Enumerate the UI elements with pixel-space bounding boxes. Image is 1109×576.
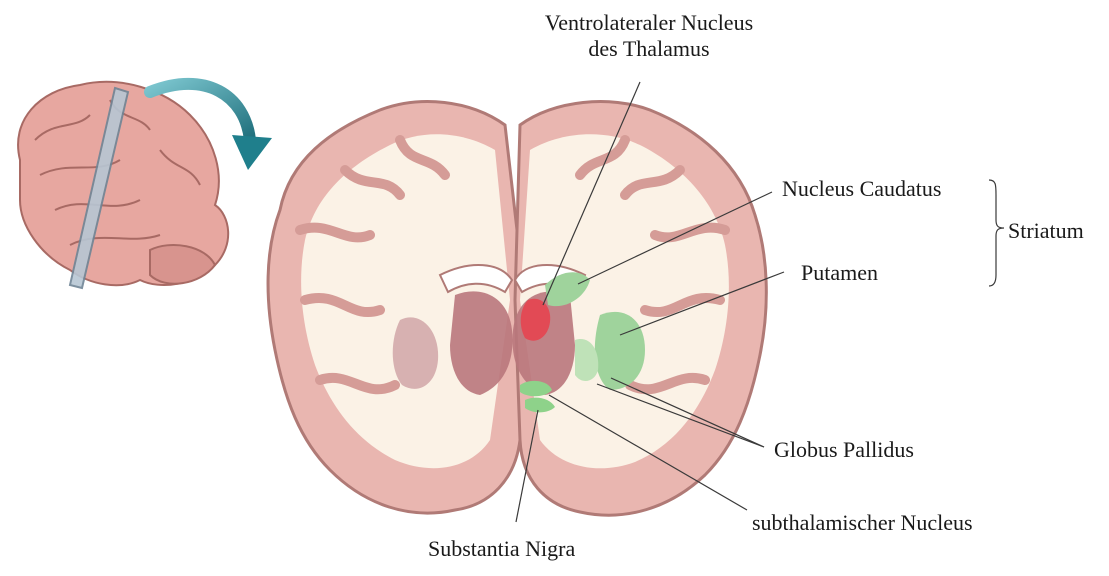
lateral-brain-icon	[18, 82, 228, 288]
label-globus-pallidus: Globus Pallidus	[774, 437, 914, 463]
label-ventrolateral: Ventrolateraler Nucleus des Thalamus	[589, 10, 709, 62]
label-substantia-nigra: Substantia Nigra	[428, 536, 575, 562]
label-ventrolateral-line2: des Thalamus	[509, 36, 789, 62]
coronal-section	[268, 102, 766, 516]
label-ventrolateral-line1: Ventrolateraler Nucleus	[509, 10, 789, 36]
label-striatum: Striatum	[1008, 218, 1084, 244]
label-putamen: Putamen	[801, 260, 878, 286]
label-subthalamic-nucleus: subthalamischer Nucleus	[752, 510, 973, 536]
label-nucleus-caudatus: Nucleus Caudatus	[782, 176, 941, 202]
